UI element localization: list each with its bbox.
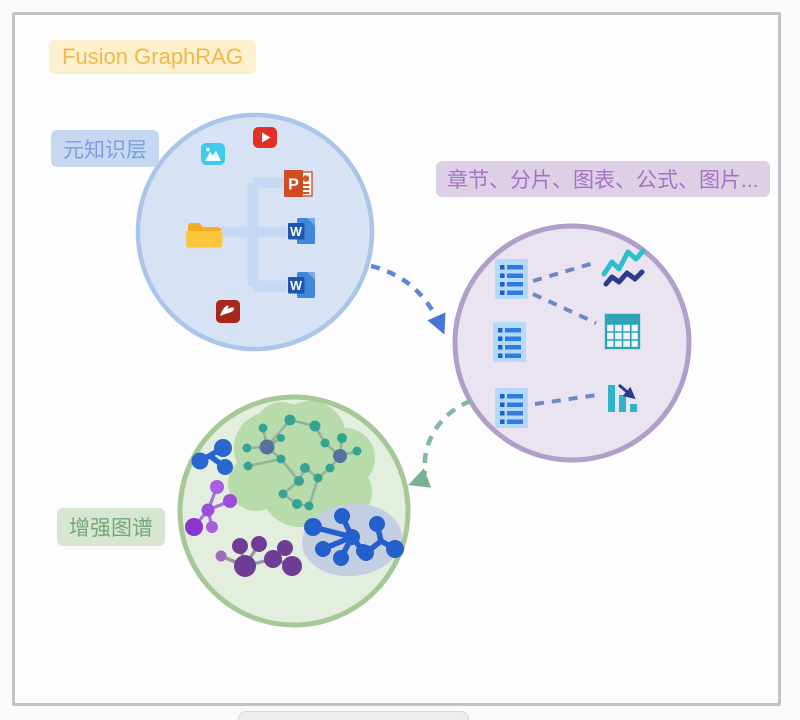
youtube-icon[interactable] (253, 127, 277, 148)
title-label[interactable]: Fusion GraphRAG (49, 40, 256, 74)
bottom-toolbar[interactable] (238, 711, 469, 720)
list-icon[interactable] (493, 322, 526, 362)
pdf-icon[interactable] (216, 300, 240, 323)
meta-knowledge-label[interactable]: 元知识层 (51, 130, 159, 167)
arrow-meta-to-chunks[interactable] (370, 263, 446, 335)
purple-chain-network[interactable] (215, 536, 303, 577)
chunks-label[interactable]: 章节、分片、图表、公式、图片... (436, 161, 770, 197)
word-letter: W (290, 225, 302, 239)
word-letter: W (290, 279, 302, 293)
chunks-circle[interactable] (452, 223, 692, 463)
powerpoint-letter: P (288, 177, 299, 194)
word-icon[interactable]: W (288, 272, 315, 298)
chunk-links (532, 260, 598, 406)
purple-star-network[interactable] (185, 480, 237, 536)
word-icon[interactable]: W (288, 218, 315, 244)
image-icon[interactable] (201, 143, 225, 165)
arrow-chunks-to-graph[interactable] (408, 398, 472, 488)
folder-icon[interactable] (186, 223, 223, 248)
line-chart-icon[interactable] (601, 248, 646, 287)
ellipse-blue-network[interactable] (299, 499, 406, 581)
file-tree-connector (221, 177, 287, 292)
small-blue-network[interactable] (191, 439, 234, 475)
powerpoint-icon[interactable]: P (284, 170, 313, 197)
list-icon[interactable] (495, 388, 528, 428)
table-icon[interactable] (604, 313, 641, 350)
enhanced-graph-label[interactable]: 增强图谱 (57, 508, 165, 546)
list-icon[interactable] (495, 259, 528, 299)
bar-chart-icon[interactable] (608, 383, 637, 412)
cloud-network[interactable] (242, 414, 362, 511)
